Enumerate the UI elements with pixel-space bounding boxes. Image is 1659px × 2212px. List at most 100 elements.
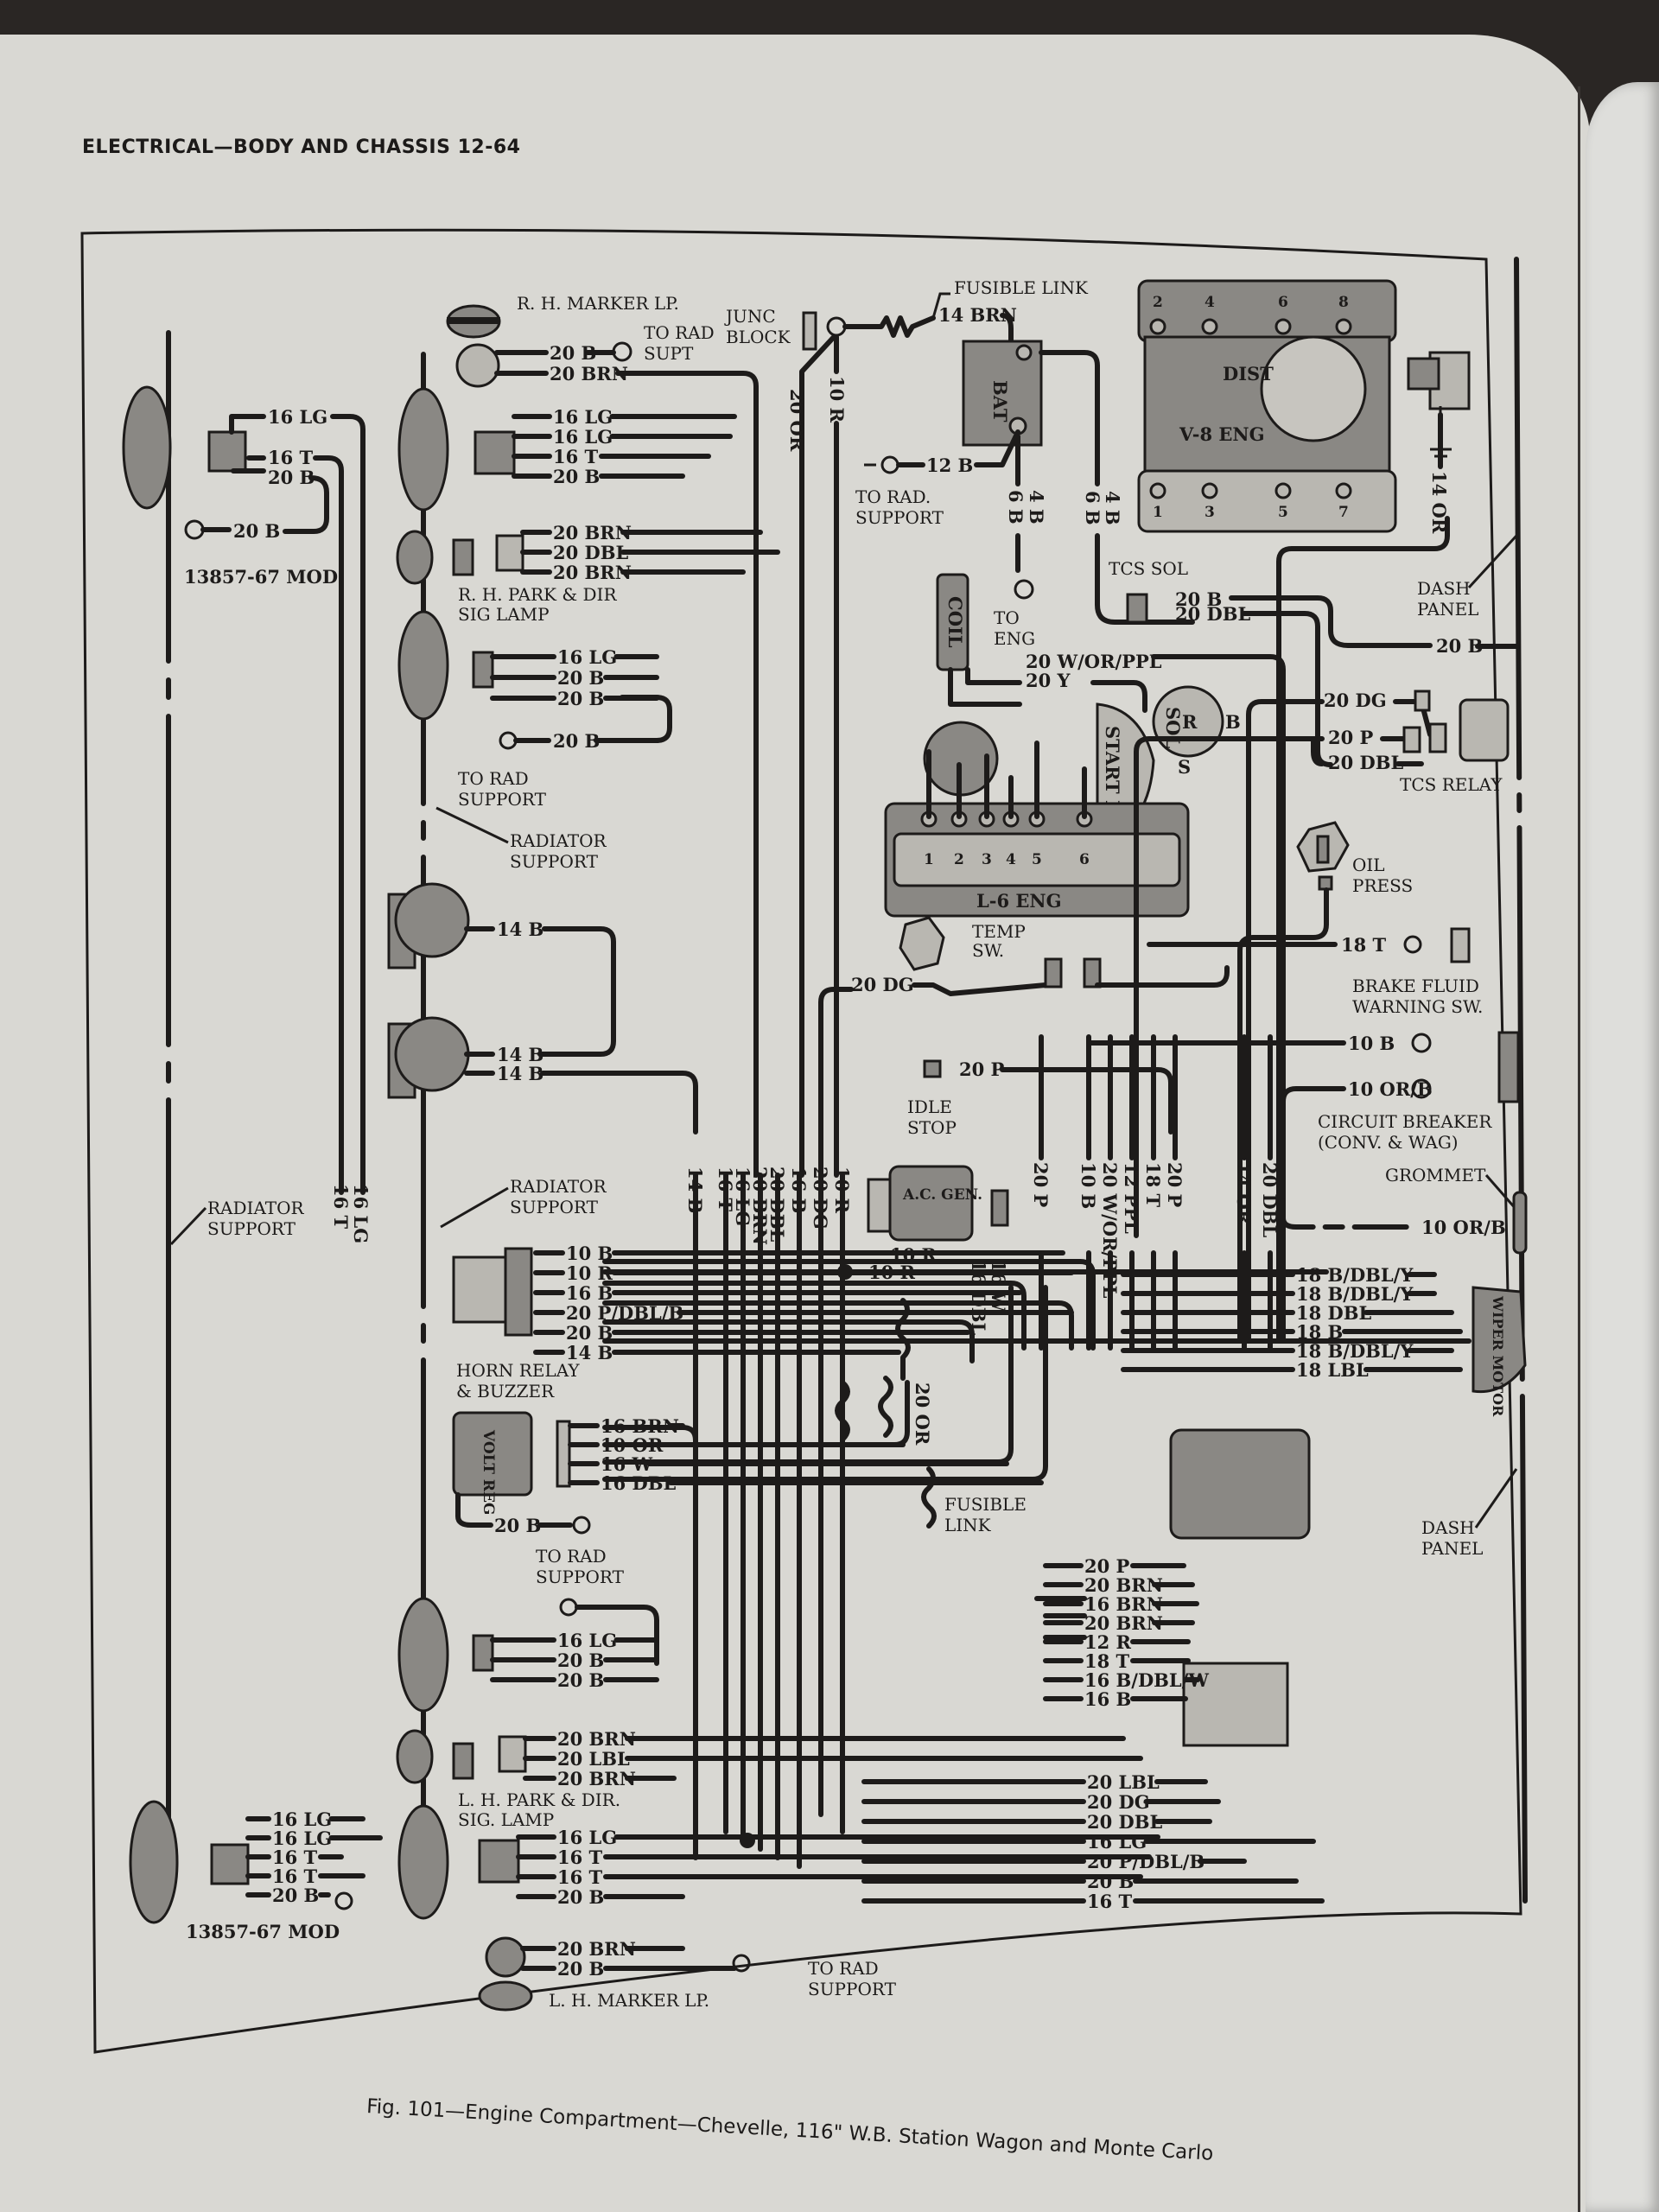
wire-label: 20 DG bbox=[1324, 690, 1387, 711]
rh-park-lamp[interactable] bbox=[396, 530, 434, 585]
label-circuit-breaker: CIRCUIT BREAKER bbox=[1318, 1111, 1492, 1132]
wire-label: 20 B bbox=[553, 466, 600, 487]
wire-label-vertical: 10 B bbox=[1077, 1162, 1099, 1209]
wire-label: 20 BRN bbox=[1084, 1574, 1163, 1596]
harness-lines bbox=[602, 1173, 1471, 1869]
label-support: SUPPORT bbox=[458, 789, 547, 810]
sol-terminal-r: R bbox=[1182, 711, 1198, 733]
wire-label: 20 BRN bbox=[557, 1768, 636, 1789]
label-radiator: RADIATOR bbox=[207, 1198, 305, 1218]
rh-inner-headlamp[interactable] bbox=[397, 387, 449, 512]
wire-label: 20 B bbox=[1087, 1871, 1134, 1892]
page-header: ELECTRICAL—BODY AND CHASSIS 12-64 bbox=[82, 137, 521, 158]
wire-label: 20 P/DBL/B bbox=[1087, 1851, 1205, 1872]
label-support: SUPPORT bbox=[510, 851, 599, 872]
dist-pin-top: 6 bbox=[1278, 294, 1288, 311]
wire-label: 6 B bbox=[1082, 491, 1103, 525]
wire-label: 20 B bbox=[1175, 588, 1222, 610]
label-rh-park: R. H. PARK & DIR bbox=[458, 584, 617, 605]
label-to-rad-support: TO RAD. bbox=[855, 486, 931, 507]
lh-inner-headlamp[interactable] bbox=[397, 1804, 449, 1920]
hi-horn[interactable] bbox=[387, 882, 470, 969]
wire-label: 18 LBL bbox=[1296, 1359, 1369, 1381]
gen-connector bbox=[990, 1189, 1009, 1227]
wire-label: 20 B bbox=[557, 1649, 604, 1671]
dist-pin bbox=[1274, 318, 1292, 335]
wire-label: 20 BRN bbox=[553, 562, 632, 583]
tcs-solenoid[interactable] bbox=[1126, 593, 1148, 624]
temp-switch[interactable] bbox=[899, 916, 945, 971]
wire-label: 20 Y bbox=[1026, 670, 1071, 691]
sol-terminal-b: B bbox=[1225, 711, 1241, 733]
v8-eng-label: V-8 ENG bbox=[1179, 423, 1265, 445]
label-13857-67-mod: 13857-67 MOD. bbox=[184, 566, 344, 588]
rh-beam-headlamp[interactable] bbox=[397, 610, 449, 721]
label-to-rad: TO RAD bbox=[536, 1546, 607, 1567]
brake-fluid-switch[interactable] bbox=[1450, 927, 1471, 963]
wire-label: 20 LBL bbox=[557, 1748, 630, 1770]
rh-marker-lamp[interactable] bbox=[446, 304, 501, 388]
tcs-relay[interactable] bbox=[1459, 698, 1510, 762]
dist-pin bbox=[1335, 482, 1352, 499]
circuit-breaker[interactable] bbox=[1497, 1031, 1520, 1103]
battery[interactable]: BAT bbox=[962, 340, 1043, 447]
battery-label: BAT bbox=[989, 380, 1011, 423]
distributor-v8[interactable]: DIST V-8 ENG bbox=[1137, 279, 1397, 533]
label-supt: SUPT bbox=[644, 343, 694, 364]
ground-terminal bbox=[612, 341, 632, 362]
label-support: SUPPORT bbox=[808, 1979, 897, 1999]
voltage-regulator[interactable]: VOLT REG bbox=[452, 1411, 533, 1515]
starter-solenoid[interactable]: SOL R B S bbox=[1152, 685, 1241, 778]
wiper-label: WIPER MOTOR bbox=[1490, 1295, 1506, 1417]
label-grommet: GROMMET bbox=[1385, 1165, 1486, 1185]
wire-label: 16 B bbox=[1084, 1688, 1131, 1710]
wire-label-vertical: 20 DBL bbox=[1259, 1162, 1281, 1237]
lo-horn[interactable] bbox=[387, 1016, 470, 1099]
ground-terminal-bat bbox=[880, 455, 899, 474]
lh-park-lamp[interactable] bbox=[396, 1729, 434, 1784]
ignition-coil[interactable]: COIL bbox=[936, 573, 969, 671]
label-radiator: RADIATOR bbox=[510, 1176, 607, 1197]
label-lh-park: L. H. PARK & DIR. bbox=[458, 1789, 620, 1810]
label-junc-block-2: BLOCK bbox=[726, 327, 791, 347]
wiper-motor[interactable]: WIPER MOTOR bbox=[1471, 1286, 1527, 1417]
wire-label: 20 BRN bbox=[557, 1938, 636, 1960]
wire-label: 18 B/DBL/Y bbox=[1296, 1283, 1414, 1305]
label-link: LINK bbox=[944, 1515, 992, 1535]
gen-label: A.C. GEN. bbox=[902, 1186, 982, 1204]
label-panel: PANEL bbox=[1417, 599, 1478, 620]
label-idle: IDLE bbox=[907, 1096, 952, 1117]
rh-outer-connector bbox=[207, 430, 247, 473]
fuse-block-connector[interactable] bbox=[1169, 1428, 1311, 1540]
lh-marker-lamp[interactable] bbox=[478, 1980, 533, 2012]
wire-label: 20 B bbox=[268, 467, 315, 488]
wire-label: 20 P bbox=[1328, 727, 1374, 748]
bulkhead-connector[interactable] bbox=[1182, 1662, 1289, 1747]
label-rh-marker: R. H. MARKER LP. bbox=[517, 293, 679, 314]
label-to-rad-supt: TO RAD bbox=[644, 322, 715, 343]
dist-pin bbox=[1274, 482, 1292, 499]
ac-generator[interactable]: A.C. GEN. bbox=[867, 1165, 982, 1242]
junction-block[interactable] bbox=[802, 311, 817, 351]
oil-pressure-switch[interactable] bbox=[1296, 821, 1350, 891]
idle-stop-solenoid[interactable] bbox=[923, 1059, 942, 1078]
wire-label: 16 LG bbox=[272, 1827, 332, 1849]
wire-label: 16 B bbox=[566, 1282, 613, 1304]
volt-reg-label: VOLT REG bbox=[480, 1429, 497, 1515]
wire-label: 16 T bbox=[557, 1847, 603, 1868]
wire-label-vertical: 14 OR bbox=[1233, 1162, 1255, 1225]
horn-relay-buzzer[interactable] bbox=[452, 1247, 533, 1337]
lh-beam-headlamp[interactable] bbox=[397, 1597, 449, 1713]
wire-label: 14 B bbox=[497, 1044, 543, 1065]
dist-pin bbox=[1201, 482, 1218, 499]
label-tcs-relay: TCS RELAY bbox=[1400, 774, 1503, 795]
label-sig-lamp: SIG. LAMP bbox=[458, 1809, 554, 1830]
rh-outer-headlamp[interactable] bbox=[122, 385, 172, 510]
lh-outer-headlamp[interactable] bbox=[129, 1800, 179, 1924]
l6-pin-label: 2 bbox=[954, 851, 964, 868]
